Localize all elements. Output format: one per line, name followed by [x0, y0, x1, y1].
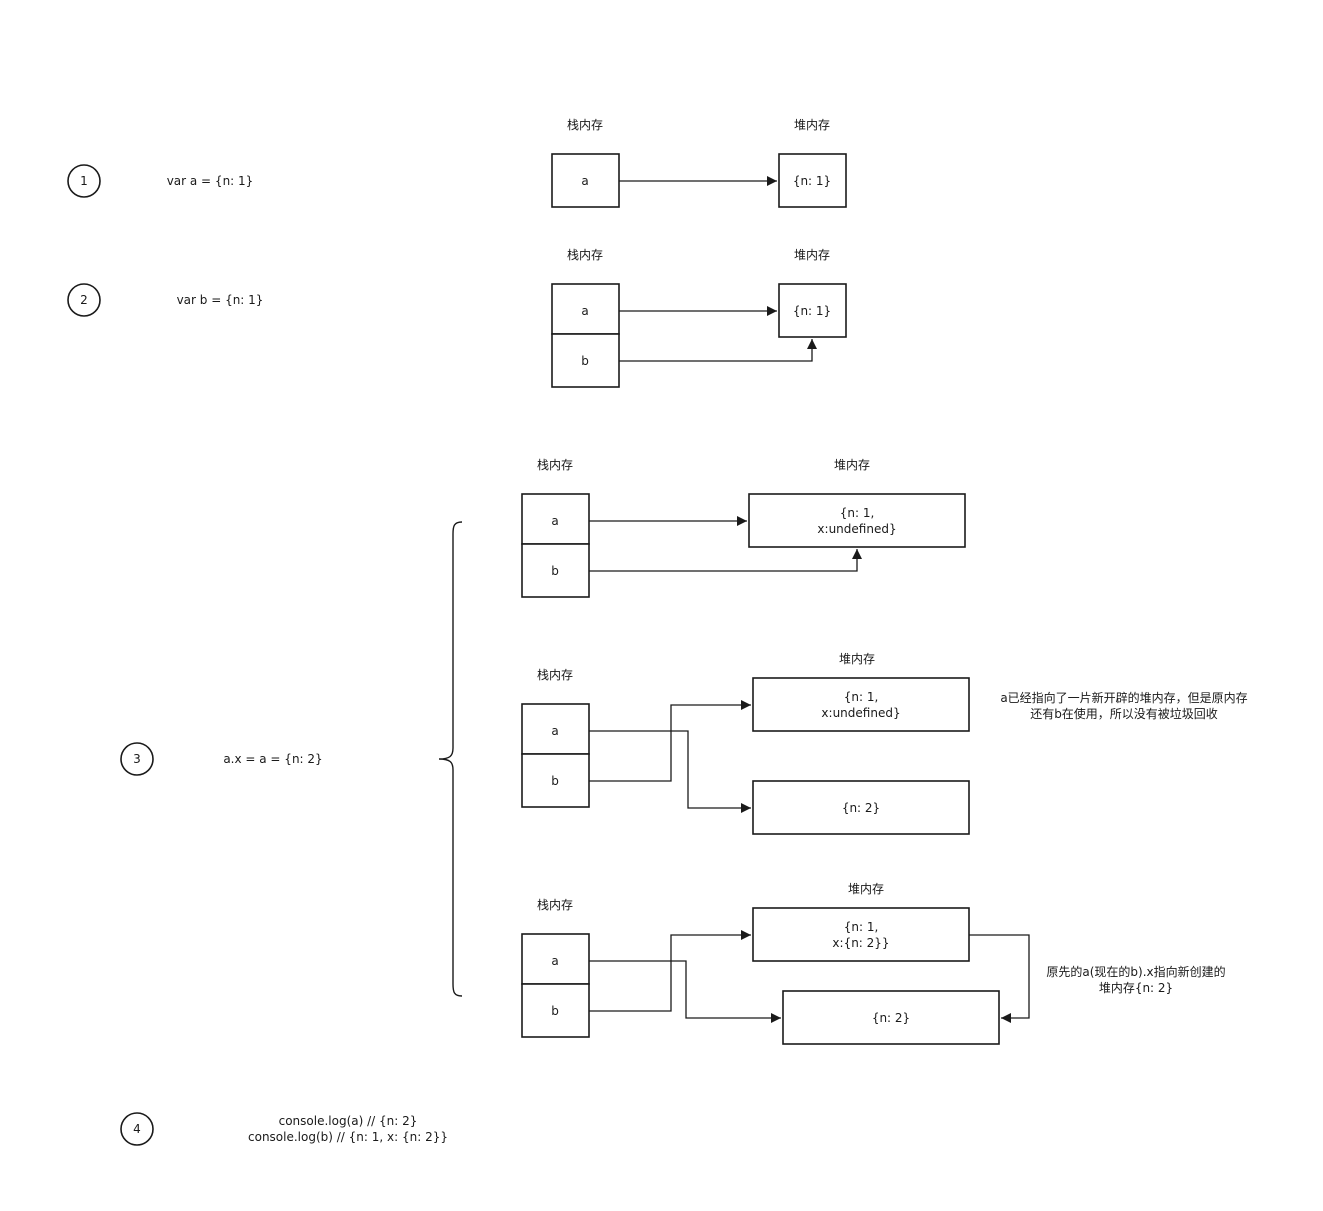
heap-object-text: {n: 2}	[872, 1011, 910, 1025]
stack-var: b	[551, 564, 559, 578]
heap-object	[778, 283, 847, 338]
stack-var: a	[581, 304, 588, 318]
stack-var: b	[581, 354, 589, 368]
diagram-step-1: 栈内存 堆内存 a {n: 1}	[551, 117, 847, 208]
annotation-line: 还有b在使用，所以没有被垃圾回收	[1030, 706, 1218, 721]
diagram-step-3b: 栈内存 堆内存 a b {n: 1, x:undefined} {n: 2} a…	[521, 652, 1248, 835]
annotation-line: 堆内存{n: 2}	[1099, 981, 1173, 995]
stack-cell-b	[521, 753, 590, 808]
heap-label: 堆内存	[794, 248, 830, 262]
stack-cell-a	[521, 493, 590, 545]
heap-object-text: {n: 2}	[842, 801, 880, 815]
step-number-circle	[67, 164, 101, 198]
stack-label: 栈内存	[537, 667, 573, 682]
diagram-step-2: 栈内存 堆内存 a b {n: 1}	[551, 247, 847, 388]
step-code: var b = {n: 1}	[177, 293, 264, 307]
pointer-arrow-b	[619, 339, 817, 362]
heap-object	[778, 153, 847, 208]
stack-var: a	[551, 514, 558, 528]
pointer-arrow-a	[589, 730, 751, 813]
step-number: 2	[80, 293, 88, 307]
pointer-arrow-b	[589, 930, 751, 1012]
step-3: 3 a.x = a = {n: 2}	[120, 742, 323, 776]
stack-var: a	[581, 174, 588, 188]
stack-var: a	[551, 954, 558, 968]
property-x-arrow	[969, 934, 1030, 1023]
diagram-step-3c: 栈内存 堆内存 a b {n: 1, x:{n: 2}} {n: 2} 原先的a…	[521, 882, 1226, 1045]
heap-object-old	[752, 677, 970, 732]
step-number-circle	[67, 283, 101, 317]
heap-object-new	[782, 990, 1000, 1045]
stack-cell-a	[551, 283, 620, 335]
step-4: 4 console.log(a) // {n: 2} console.log(b…	[120, 1112, 448, 1146]
stack-label: 栈内存	[567, 247, 603, 262]
stack-var: b	[551, 774, 559, 788]
stack-label: 栈内存	[567, 117, 603, 132]
heap-object-old	[752, 907, 970, 962]
stack-cell-a	[521, 933, 590, 985]
step-number: 4	[133, 1122, 141, 1136]
step-code: a.x = a = {n: 2}	[223, 752, 322, 766]
annotation-line: 原先的a(现在的b).x指向新创建的	[1046, 964, 1225, 979]
heap-object-text: {n: 1}	[793, 304, 831, 318]
step-code: var a = {n: 1}	[167, 174, 254, 188]
annotation-line: a已经指向了一片新开辟的堆内存，但是原内存	[1000, 690, 1247, 705]
step-3-brace	[438, 521, 463, 997]
heap-label: 堆内存	[794, 118, 830, 132]
heap-object-text: {n: 1}	[793, 174, 831, 188]
step-code-line: console.log(a) // {n: 2}	[279, 1114, 418, 1128]
step-number: 3	[133, 752, 141, 766]
stack-cell-a	[551, 153, 620, 208]
stack-var: b	[551, 1004, 559, 1018]
heap-object-text: {n: 1,	[840, 506, 875, 520]
heap-label: 堆内存	[839, 652, 875, 666]
heap-label: 堆内存	[848, 882, 884, 896]
step-number-circle	[120, 742, 154, 776]
heap-object-text: {n: 1,	[844, 690, 879, 704]
stack-cell-b	[521, 983, 590, 1038]
stack-label: 栈内存	[537, 897, 573, 912]
pointer-arrow-a	[589, 960, 781, 1023]
step-number: 1	[80, 174, 88, 188]
heap-label: 堆内存	[834, 458, 870, 472]
heap-object-text: x:undefined}	[817, 522, 896, 536]
diagram-step-3a: 栈内存 堆内存 a b {n: 1, x:undefined}	[521, 457, 966, 598]
stack-cell-a	[521, 703, 590, 755]
step-2: 2 var b = {n: 1}	[67, 283, 264, 317]
pointer-arrow-b	[589, 549, 862, 572]
heap-object-new	[752, 780, 970, 835]
stack-cell-b	[551, 333, 620, 388]
stack-var: a	[551, 724, 558, 738]
step-1: 1 var a = {n: 1}	[67, 164, 254, 198]
heap-object-text: {n: 1,	[844, 920, 879, 934]
stack-cell-b	[521, 543, 590, 598]
pointer-arrow-b	[589, 700, 751, 782]
heap-object-text: x:undefined}	[821, 706, 900, 720]
step-code-line: console.log(b) // {n: 1, x: {n: 2}}	[248, 1130, 448, 1144]
heap-object	[748, 493, 966, 548]
step-number-circle	[120, 1112, 154, 1146]
heap-object-text: x:{n: 2}}	[832, 936, 889, 950]
stack-label: 栈内存	[537, 457, 573, 472]
